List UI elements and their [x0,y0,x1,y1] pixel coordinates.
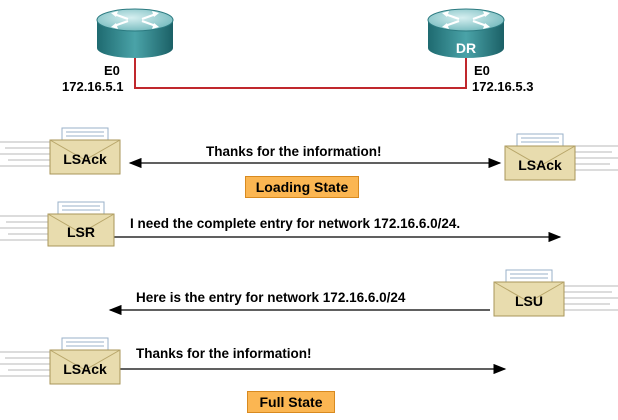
motion-lines-left [0,141,50,377]
full-state-badge: Full State [247,391,335,413]
envelope-lsack-final-icon: LSAck [49,337,121,385]
router-dr-label: DR [455,40,477,56]
envelope-lsack-left-icon: LSAck [49,127,121,175]
envelope-lsr-icon: LSR [47,201,115,247]
envelope-lsu-icon: LSU [493,269,565,317]
left-ip-address: 172.16.5.1 [62,79,124,94]
message-lsu: Here is the entry for network 172.16.6.0… [136,290,406,305]
packet-label: LSAck [63,151,107,167]
packet-label: LSR [67,224,95,240]
loading-state-badge: Loading State [245,176,359,198]
ethernet-link [134,42,467,89]
router-left-icon [96,8,174,58]
packet-label: LSU [515,293,543,309]
message-lsack-2: Thanks for the information! [136,346,312,361]
router-dr-icon [427,8,505,58]
message-lsr: I need the complete entry for network 17… [130,216,461,231]
packet-label: LSAck [518,157,562,173]
packet-label: LSAck [63,361,107,377]
message-lsack-1: Thanks for the information! [206,144,382,159]
envelope-lsack-right-icon: LSAck [504,133,576,181]
right-ip-address: 172.16.5.3 [472,79,534,94]
right-interface-label: E0 [474,63,490,78]
left-interface-label: E0 [104,63,120,78]
